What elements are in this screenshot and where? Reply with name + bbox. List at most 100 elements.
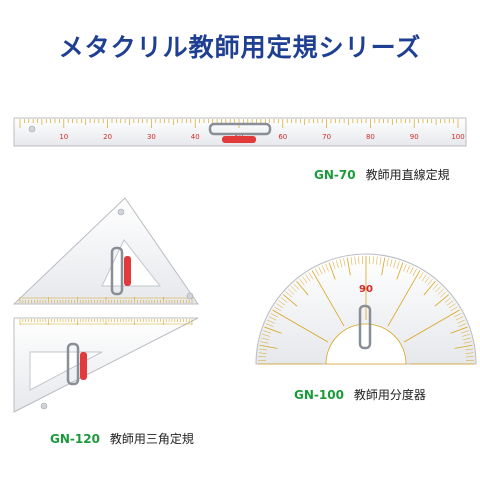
tick-mark (403, 309, 460, 343)
tick-mark (409, 266, 414, 275)
protractor: 90 (255, 253, 477, 365)
tick-mark (259, 348, 268, 351)
tick-mark (396, 261, 400, 269)
tick-mark (376, 256, 378, 265)
tick-mark (450, 306, 458, 312)
ruler-number: 10 (59, 133, 68, 141)
triangle-handle (110, 246, 131, 296)
tick-mark (335, 260, 339, 268)
caption-gn-70: GN-70 教師用直線定規 (314, 166, 450, 183)
tick-mark (308, 272, 314, 280)
tick-mark (387, 270, 421, 327)
tick-mark (315, 268, 320, 276)
tick-mark (418, 272, 424, 280)
ruler-number: 100 (451, 133, 464, 141)
tick-mark (465, 356, 474, 358)
tick-mark (296, 281, 309, 296)
tick-mark (288, 288, 295, 295)
tick-mark (261, 337, 270, 341)
tick-mark (463, 341, 472, 344)
tick-mark (350, 257, 353, 266)
tick-mark (462, 337, 471, 341)
tick-mark (276, 303, 284, 309)
tick-mark (321, 265, 326, 273)
tick-mark (265, 323, 274, 327)
tick-mark (268, 316, 277, 321)
tick-mark (406, 265, 411, 273)
tick-mark (434, 294, 449, 307)
tick-mark (267, 319, 275, 324)
tick-mark (461, 330, 469, 334)
product-code: GN-100 (294, 388, 344, 402)
tick-mark (440, 291, 447, 298)
tick-mark (435, 286, 442, 293)
tick-mark (454, 313, 462, 318)
tick-mark (274, 306, 282, 312)
tick-mark (343, 258, 346, 267)
triangle-ticks (19, 319, 193, 325)
product-code: GN-70 (314, 168, 356, 182)
tick-mark (293, 283, 300, 290)
ruler-number: 40 (191, 133, 200, 141)
tick-mark (412, 268, 417, 276)
ruler-number: 90 (410, 133, 419, 141)
ruler-handle (208, 122, 272, 143)
tick-mark (464, 348, 473, 351)
tick-mark (318, 266, 323, 275)
tick-mark (393, 260, 397, 268)
tick-mark (283, 294, 298, 307)
tick-mark (423, 281, 436, 296)
tick-mark (358, 256, 360, 265)
tick-mark (396, 262, 404, 280)
tick-mark (354, 256, 356, 265)
ruler-number: 30 (147, 133, 156, 141)
tick-mark (260, 341, 269, 344)
tick-mark (455, 316, 464, 321)
triangle-ruler-30-60 (13, 317, 199, 413)
tick-mark (262, 333, 270, 337)
tick-mark (258, 352, 267, 354)
tick-mark (346, 257, 351, 276)
product-name: 教師用三角定規 (109, 432, 194, 446)
tick-mark (272, 309, 329, 343)
tick-mark (325, 263, 329, 272)
protractor-center-label: 90 (359, 284, 373, 295)
product-name: 教師用直線定規 (365, 168, 450, 182)
triangle-ticks (19, 297, 193, 303)
tick-mark (258, 356, 267, 358)
tick-mark (458, 323, 467, 327)
protractor-handle (358, 304, 372, 350)
tick-mark (444, 297, 452, 303)
tick-mark (270, 313, 278, 318)
tick-mark (278, 300, 286, 306)
tick-mark (437, 288, 444, 295)
product-name: 教師用分度器 (353, 388, 426, 402)
ruler-number: 20 (103, 133, 112, 141)
tick-mark (432, 283, 439, 290)
tick-mark (448, 303, 456, 309)
tick-mark (339, 259, 343, 268)
tick-mark (302, 276, 308, 284)
tick-mark (427, 278, 433, 286)
triangle-handle-2 (66, 342, 87, 386)
tick-mark (290, 286, 297, 293)
tick-mark (311, 270, 345, 327)
tick-mark (264, 326, 282, 334)
tick-mark (386, 258, 389, 267)
tick-mark (263, 330, 271, 334)
tick-mark (299, 278, 305, 286)
tick-mark (328, 262, 336, 280)
tick-mark (285, 291, 292, 298)
straight-ruler: 102030405060708090100 (13, 117, 467, 147)
tick-mark (446, 300, 454, 306)
tick-mark (381, 257, 386, 276)
tick-mark (403, 263, 407, 272)
tick-mark (462, 333, 470, 337)
product-code: GN-120 (50, 432, 100, 446)
tick-mark (454, 344, 473, 349)
tick-mark (450, 326, 468, 334)
caption-gn-120: GN-120 教師用三角定規 (50, 430, 194, 447)
tick-mark (332, 261, 336, 269)
tick-mark (305, 274, 311, 282)
tick-mark (457, 319, 465, 324)
